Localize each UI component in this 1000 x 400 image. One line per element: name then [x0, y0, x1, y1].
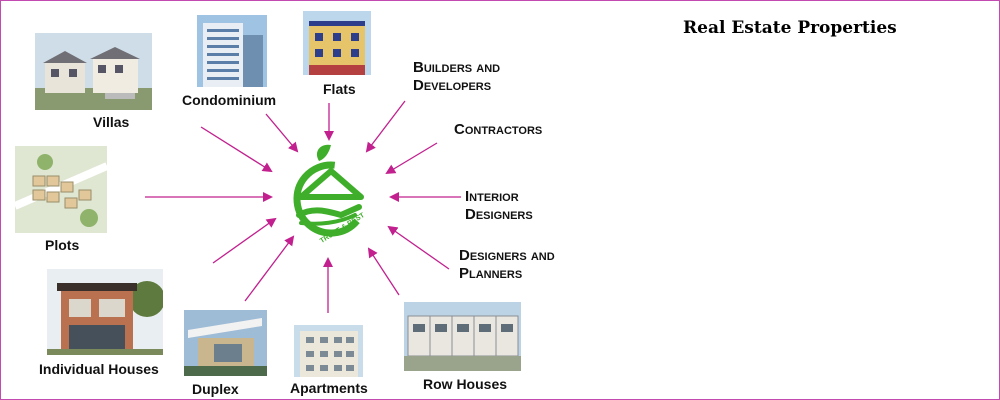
duplex-photo: [184, 310, 267, 376]
designers-planners-line1: Designers and: [459, 247, 555, 264]
builders-developers-label: Builders and Developers: [413, 59, 500, 95]
apartments-photo: [294, 325, 363, 377]
condominium-label: Condominium: [182, 92, 277, 108]
condominium-photo: [197, 15, 267, 87]
builders-developers-line2: Developers: [413, 77, 492, 94]
individual-houses-arrow: [212, 217, 277, 264]
plots-photo: [15, 146, 107, 233]
villas-arrow: [200, 126, 273, 173]
builders-arrow: [365, 100, 406, 153]
designers-planners-line2: Planners: [459, 265, 523, 282]
interior-designers-label: Interior Designers: [465, 188, 533, 224]
contractors-arrow: [385, 142, 438, 175]
villas-label: Villas: [93, 114, 130, 130]
flats-label: Flats: [323, 81, 356, 97]
plots-label: Plots: [45, 237, 80, 253]
flats-photo: [303, 11, 371, 75]
designers-planners-arrow: [387, 225, 450, 270]
individual-houses-label: Individual Houses: [39, 361, 159, 377]
logo-badge-text: TRUST & REST: [319, 212, 366, 245]
designers-planners-label: Designers and Planners: [459, 247, 555, 283]
contractors-line1: Contractors: [454, 121, 543, 138]
builders-developers-line1: Builders and: [413, 59, 501, 76]
contractors-label: Contractors: [454, 121, 542, 139]
row-houses-photo: [404, 302, 521, 371]
condominium-arrow: [265, 113, 299, 153]
individual-houses-photo: [47, 269, 163, 355]
duplex-label: Duplex: [192, 381, 239, 397]
interior-designers-line2: Designers: [465, 206, 533, 223]
diagram-title: Real Estate Properties: [683, 18, 897, 38]
apartments-label: Apartments: [290, 380, 368, 396]
row-houses-label: Row Houses: [423, 376, 508, 392]
duplex-arrow: [244, 235, 295, 302]
interior-designers-line1: Interior: [465, 188, 519, 205]
row-houses-arrow: [367, 247, 400, 296]
villas-photo: [35, 33, 152, 110]
